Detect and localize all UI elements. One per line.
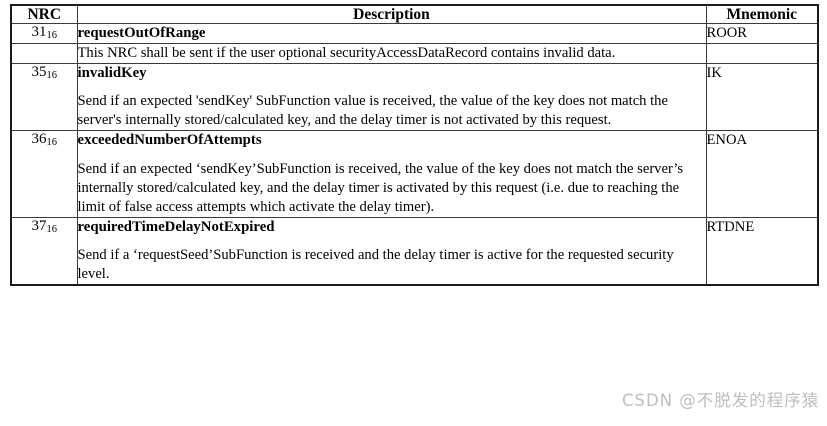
nrc-value: 36 bbox=[31, 131, 47, 148]
cell-nrc: 3116 bbox=[10, 23, 78, 45]
nrc-value: 31 bbox=[31, 24, 47, 41]
nrc-title: exceededNumberOfAttempts bbox=[77, 132, 262, 149]
cell-mnemonic: ENOA bbox=[705, 130, 819, 218]
nrc-body: Send if a ‘requestSeed’SubFunction is re… bbox=[77, 246, 674, 282]
nrc-title: invalidKey bbox=[77, 65, 147, 82]
cell-description: invalidKey Send if an expected 'sendKey'… bbox=[76, 63, 707, 132]
cell-mnemonic: RTDNE bbox=[705, 216, 819, 286]
nrc-body: Send if an expected 'sendKey' SubFunctio… bbox=[77, 93, 668, 129]
nrc-body: This NRC shall be sent if the user optio… bbox=[77, 45, 616, 62]
cell-mnemonic-empty bbox=[705, 43, 819, 65]
csdn-watermark: CSDN @不脱发的程序猿 bbox=[622, 391, 820, 410]
nrc-subscript: 16 bbox=[46, 70, 58, 82]
cell-description: requiredTimeDelayNotExpired Send if a ‘r… bbox=[76, 216, 707, 286]
table-row: 3116 requestOutOfRange ROOR bbox=[10, 23, 819, 45]
table-row: 3616 exceededNumberOfAttempts Send if an… bbox=[10, 130, 819, 218]
table-body: 3116 requestOutOfRange ROOR This NRC sha… bbox=[10, 23, 819, 286]
cell-description: exceededNumberOfAttempts Send if an expe… bbox=[76, 130, 707, 218]
table-row-continuation: This NRC shall be sent if the user optio… bbox=[10, 43, 819, 65]
cell-mnemonic: IK bbox=[705, 63, 819, 132]
column-header-nrc: NRC bbox=[10, 4, 78, 25]
nrc-subscript: 16 bbox=[46, 30, 58, 42]
cell-description: requestOutOfRange bbox=[76, 23, 707, 45]
table-header: NRC Description Mnemonic bbox=[10, 4, 819, 25]
nrc-title: requiredTimeDelayNotExpired bbox=[77, 218, 275, 235]
nrc-title: requestOutOfRange bbox=[77, 25, 206, 42]
table-row: 3516 invalidKey Send if an expected 'sen… bbox=[10, 63, 819, 132]
table-header-row: NRC Description Mnemonic bbox=[10, 4, 819, 25]
nrc-subscript: 16 bbox=[46, 137, 58, 149]
cell-nrc-empty bbox=[10, 43, 78, 65]
nrc-value: 37 bbox=[31, 217, 47, 234]
column-header-description: Description bbox=[76, 4, 707, 25]
nrc-subscript: 16 bbox=[46, 223, 58, 235]
cell-nrc: 3516 bbox=[10, 63, 78, 132]
table-row: 3716 requiredTimeDelayNotExpired Send if… bbox=[10, 216, 819, 286]
cell-nrc: 3616 bbox=[10, 130, 78, 218]
nrc-value: 35 bbox=[31, 64, 47, 81]
nrc-description-table: NRC Description Mnemonic 3116 requestOut… bbox=[10, 4, 819, 286]
column-header-mnemonic: Mnemonic bbox=[705, 4, 819, 25]
cell-description-body: This NRC shall be sent if the user optio… bbox=[76, 43, 707, 65]
nrc-body: Send if an expected ‘sendKey’SubFunction… bbox=[77, 160, 684, 215]
cell-nrc: 3716 bbox=[10, 216, 78, 286]
cell-mnemonic: ROOR bbox=[705, 23, 819, 45]
